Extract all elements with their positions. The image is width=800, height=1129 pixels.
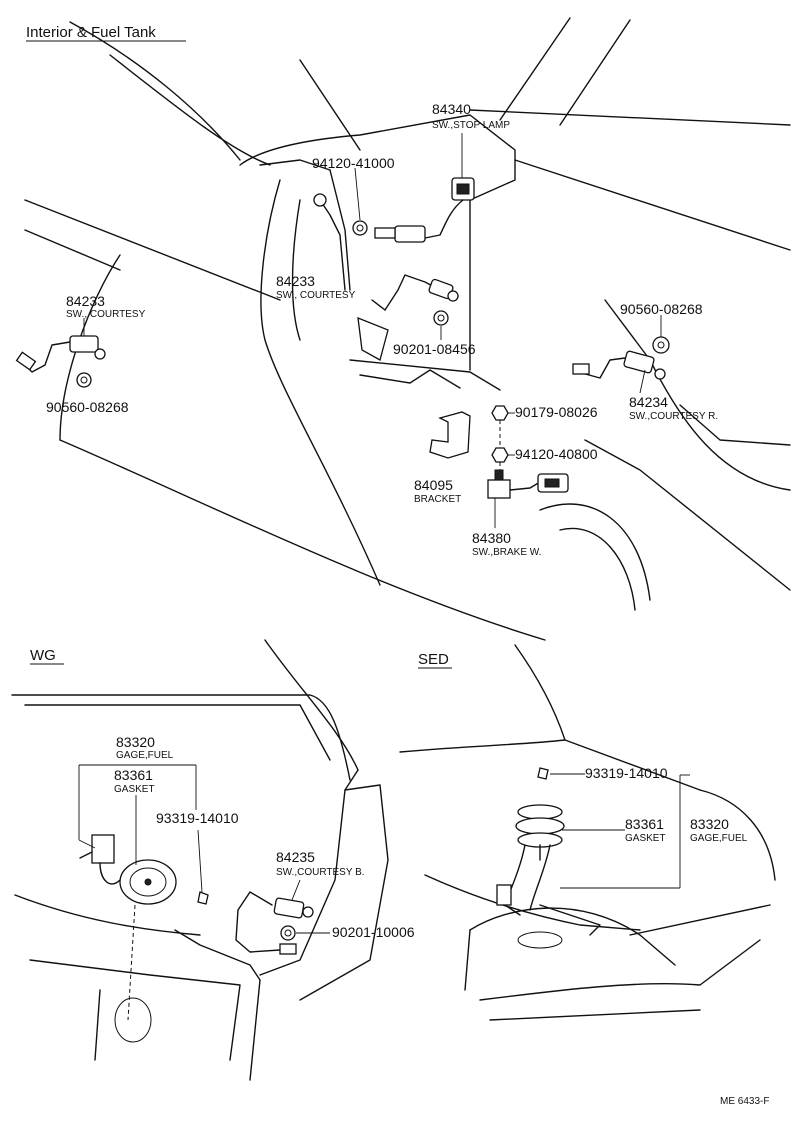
nut-90179-number: 90179-08026 [515, 404, 598, 420]
back-door-switch-number: 84235 [276, 849, 315, 865]
wg-gasket-number: 83361 [114, 767, 153, 783]
nut-90560-right-number: 90560-08268 [620, 301, 703, 317]
courtesy-switch-right [572, 315, 670, 394]
wg-body-outline [11, 639, 389, 1081]
nut-94120-41000-number: 94120-41000 [312, 155, 395, 171]
stop-lamp-switch [374, 133, 475, 243]
back-door-courtesy-switch [235, 879, 330, 955]
sed-fuel-gage-label: GAGE,FUEL [690, 833, 748, 844]
stop-lamp-switch-number: 84340 [432, 101, 471, 117]
wg-fuel-gage-label: GAGE,FUEL [116, 750, 174, 761]
section-sed-label: SED [418, 651, 449, 668]
sed-fuel-gage [496, 767, 690, 916]
stop-lamp-switch-label: SW.,STOP LAMP [432, 120, 510, 131]
courtesy-switch-front-door [357, 274, 459, 361]
bracket-label: BRACKET [414, 494, 461, 505]
diagram-title: Interior & Fuel Tank [26, 24, 156, 41]
back-door-switch-label: SW.,COURTESY B. [276, 867, 365, 878]
wg-fuel-gage [78, 764, 209, 1043]
nut-94120-40800-number: 94120-40800 [515, 446, 598, 462]
section-wg-label: WG [30, 647, 56, 664]
sed-gasket-number: 83361 [625, 816, 664, 832]
bracket-number: 84095 [414, 477, 453, 493]
nut-94120-41000 [313, 167, 368, 291]
seal-90201-08456-number: 90201-08456 [393, 341, 476, 357]
sed-body-outline [399, 644, 776, 1021]
courtesy-switch-right-number: 84234 [629, 394, 668, 410]
brake-switch-number: 84380 [472, 530, 511, 546]
sed-screw-number: 93319-14010 [585, 765, 668, 781]
wg-screw-number: 93319-14010 [156, 810, 239, 826]
brake-warning-switch-assembly [429, 405, 569, 528]
drawing-code: ME 6433-F [720, 1096, 769, 1107]
sed-gasket-label: GASKET [625, 833, 666, 844]
wg-fuel-gage-number: 83320 [116, 734, 155, 750]
brake-switch-label: SW.,BRAKE W. [472, 547, 541, 558]
courtesy-switch-left-number: 84233 [66, 293, 105, 309]
courtesy-switch-right-label: SW.,COURTESY R. [629, 411, 718, 422]
nut-90560-left-number: 90560-08268 [46, 399, 129, 415]
courtesy-switch-left-label: SW., COURTESY [66, 309, 146, 320]
courtesy-switch-left [15, 318, 106, 388]
courtesy-switch-front-label: SW., COURTESY [276, 290, 356, 301]
interior-body-outline [24, 17, 791, 641]
sed-fuel-gage-number: 83320 [690, 816, 729, 832]
seal-90201-10006-number: 90201-10006 [332, 924, 415, 940]
courtesy-switch-front-number: 84233 [276, 273, 315, 289]
wg-gasket-label: GASKET [114, 784, 155, 795]
